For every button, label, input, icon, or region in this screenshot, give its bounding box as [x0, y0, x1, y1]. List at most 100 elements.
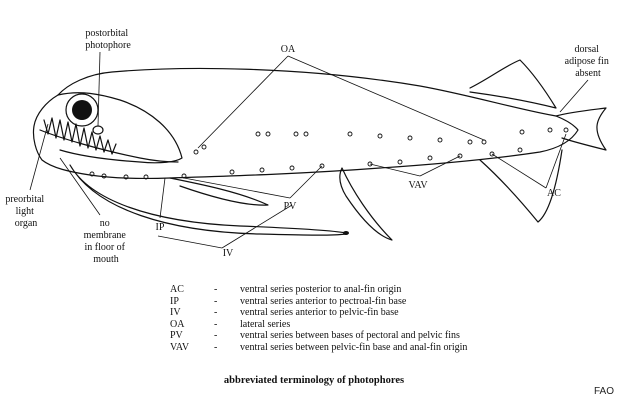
ip-leader — [159, 177, 166, 219]
photophore — [437, 137, 443, 143]
photophore — [347, 131, 353, 137]
label-iv: IV — [223, 248, 234, 259]
vav-leader-2 — [419, 155, 461, 177]
legend-dash: - — [214, 341, 218, 353]
photophore — [457, 153, 463, 159]
legend-abbr: OA — [170, 318, 185, 330]
ac-leader-2 — [545, 133, 567, 189]
eye-ring — [65, 93, 99, 127]
photophore — [255, 131, 261, 137]
label-ip: IP — [156, 222, 165, 233]
label-preorbital: preorbital light organ — [5, 194, 46, 229]
legend-abbr: IP — [170, 295, 179, 307]
label-dorsal-line-3: absent — [575, 68, 601, 79]
legend-row: VAV-ventral series between pelvic-fin ba… — [170, 342, 467, 354]
postorbital-photophore — [92, 125, 104, 135]
photophore — [407, 135, 413, 141]
legend-text: ventral series posterior to anal-fin ori… — [240, 284, 402, 295]
legend-abbr: IV — [170, 307, 181, 319]
legend-row: PV - ventral series between bases of pecto… — [170, 330, 467, 342]
legend-dash: - — [214, 318, 218, 330]
label-postorbital: postorbital photophore — [85, 28, 131, 51]
dorsal-fin — [469, 59, 557, 109]
label-vav: VAV — [408, 180, 428, 191]
preorbital-leader — [29, 123, 49, 191]
legend-abbr: AC — [170, 284, 184, 295]
legend-row: AC - ventral series posterior to anal-fin … — [170, 284, 467, 296]
label-no-membrane-line-3: in floor of — [84, 242, 125, 253]
source-credit: FAO — [593, 386, 614, 397]
oa-leader-1 — [197, 55, 289, 149]
photophore — [229, 169, 235, 175]
photophore — [563, 127, 569, 133]
pelvic-fin — [339, 167, 393, 241]
photophore — [101, 173, 107, 179]
label-no-membrane-line-2: membrane — [84, 230, 127, 241]
teeth — [43, 117, 117, 155]
anal-fin — [479, 149, 563, 223]
legend-text: ventral series between pelvic-fin base a… — [240, 341, 468, 353]
photophore — [201, 144, 207, 150]
photophore — [519, 129, 525, 135]
oa-leader-2 — [287, 55, 485, 141]
oa-photophore-series — [193, 127, 569, 155]
legend-dash: - — [214, 284, 218, 295]
legend-dash: - — [214, 307, 218, 319]
barbel-tip — [343, 231, 349, 235]
legend-row: IV - ventral series anterior to pelvic-fin… — [170, 307, 467, 319]
label-preorbital-line-2: light — [16, 206, 35, 217]
legend-dash: - — [214, 330, 218, 342]
photophore — [89, 171, 95, 177]
photophore — [489, 151, 495, 157]
photophore — [123, 174, 129, 180]
lower-jaw — [39, 129, 179, 163]
label-no-membrane-line-4: mouth — [93, 254, 119, 265]
label-oa: OA — [281, 44, 296, 55]
legend-text: ventral series anterior to pectroal-fin … — [240, 295, 407, 307]
label-postorbital-line-2: photophore — [85, 40, 131, 51]
leader-lines — [29, 51, 589, 249]
label-preorbital-line-1: preorbital — [5, 194, 44, 205]
legend-text: ventral series between bases of pectoral… — [240, 330, 460, 342]
photophore — [397, 159, 403, 165]
legend-dash: - — [214, 295, 218, 307]
legend-text: ventral series anterior to pelvic-fin ba… — [240, 307, 399, 319]
photophore — [427, 155, 433, 161]
legend-text: lateral series — [240, 318, 291, 330]
photophore — [303, 131, 309, 137]
no-membrane-leader — [59, 157, 101, 216]
label-no-membrane: no membrane in floor of mouth — [84, 218, 129, 265]
label-pv: PV — [284, 201, 298, 212]
photophore — [319, 163, 325, 169]
caudal-fin — [555, 107, 607, 151]
photophore — [377, 133, 383, 139]
head-outline — [57, 92, 183, 164]
fish-body-outline — [32, 67, 579, 179]
photophore — [547, 127, 553, 133]
label-postorbital-line-1: postorbital — [85, 28, 128, 39]
label-dorsal-line-1: dorsal — [575, 44, 600, 55]
photophore — [481, 139, 487, 145]
ventral-photophore-series — [89, 147, 523, 180]
photophore — [467, 139, 473, 145]
label-no-membrane-line-1: no — [100, 218, 110, 229]
photophore — [143, 174, 149, 180]
chin-barbel — [69, 164, 347, 236]
pv-leader-2 — [289, 165, 323, 199]
dorsal-leader — [559, 79, 589, 113]
legend-row: IP - ventral series anterior to pectroal-f… — [170, 296, 467, 308]
photophore — [193, 149, 199, 155]
legend-abbr: PV — [170, 330, 183, 342]
postorbital-leader — [97, 51, 101, 127]
eye-pupil — [72, 100, 92, 120]
photophore — [265, 131, 271, 137]
pv-leader-1 — [183, 177, 291, 199]
iv-leader-1 — [157, 235, 223, 249]
abbreviation-legend: AC - ventral series posterior to anal-fin … — [170, 284, 467, 354]
photophore — [367, 161, 373, 167]
label-dorsal: dorsal adipose fin absent — [565, 44, 612, 79]
label-preorbital-line-3: organ — [15, 218, 38, 229]
barbel-tip-group — [343, 231, 349, 235]
